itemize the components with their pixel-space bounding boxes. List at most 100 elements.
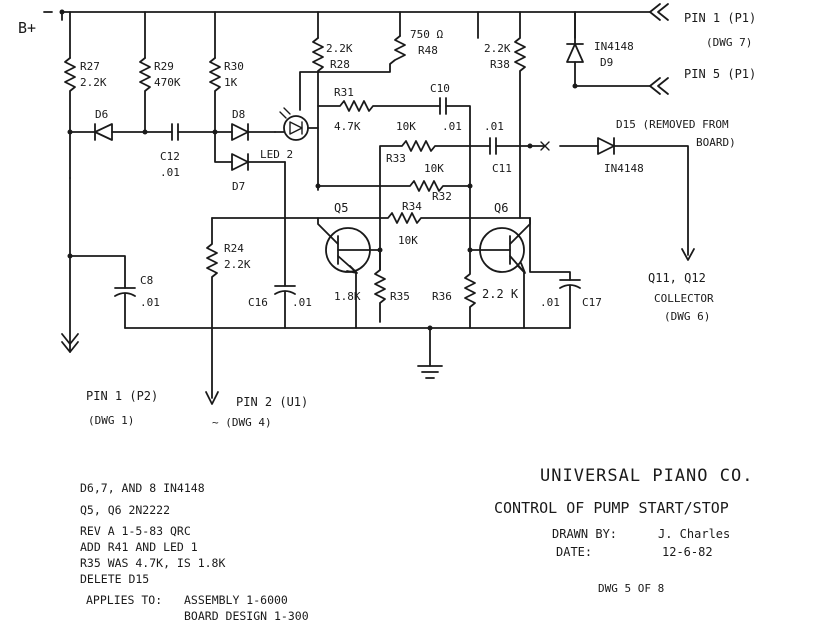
- transistor-q5: [317, 217, 381, 329]
- pin1-p1-ref: (DWG 7): [706, 36, 752, 49]
- r38-ref: R38: [490, 58, 510, 71]
- company-name: UNIVERSAL PIANO CO.: [540, 466, 753, 486]
- r31-value: 4.7K: [334, 120, 361, 133]
- note-line-4: ADD R41 AND LED 1: [80, 540, 198, 554]
- resistor-r30: [209, 57, 221, 133]
- pin1-p2-ref: (DWG 1): [88, 414, 134, 427]
- r30-ref: R30: [224, 60, 244, 73]
- pin1-p1-label: PIN 1 (P1): [684, 11, 756, 25]
- c16-value: .01: [292, 296, 312, 309]
- junction-dot: [467, 183, 473, 189]
- c12-value: .01: [160, 166, 180, 179]
- q5-ref: Q5: [334, 201, 348, 215]
- resistor-r48: [299, 35, 406, 111]
- c12-ref: C12: [160, 150, 180, 163]
- r31-ref: R31: [334, 86, 354, 99]
- d7-ref: D7: [232, 180, 245, 193]
- r29-ref: R29: [154, 60, 174, 73]
- junction-dot: [315, 183, 321, 189]
- resistor-r27: [64, 57, 76, 179]
- junction-dot: [377, 247, 383, 253]
- drawn-by-value: J. Charles: [658, 527, 730, 541]
- r36-ref: R36: [432, 290, 452, 303]
- pin5-p1-label: PIN 5 (P1): [684, 67, 756, 81]
- resistor-r28: [312, 37, 324, 191]
- connector-pin1-p1: [649, 3, 669, 21]
- r30-value: 1K: [224, 76, 238, 89]
- q11-q12-line3: (DWG 6): [664, 310, 710, 323]
- applies-to-label: APPLIES TO:: [86, 593, 162, 607]
- junction-dot: [67, 253, 73, 259]
- junction-dot: [59, 9, 65, 15]
- d6-ref: D6: [95, 108, 108, 121]
- note-line-1: D6,7, AND 8 IN4148: [80, 481, 205, 495]
- d15-note-line2: BOARD): [696, 136, 736, 149]
- capacitor-c17: [529, 217, 581, 329]
- junction-dot: [212, 129, 218, 135]
- r28-value: 2.2K: [326, 42, 353, 55]
- junction-dot: [142, 129, 148, 135]
- c11-ref: C11: [492, 162, 512, 175]
- c8-ref: C8: [140, 274, 153, 287]
- c8-value: .01: [140, 296, 160, 309]
- note-line-6: DELETE D15: [80, 572, 149, 586]
- r28-ref: R28: [330, 58, 350, 71]
- r48-value: 750 Ω: [410, 28, 443, 41]
- diode-d15: [529, 137, 695, 261]
- d9-ref: D9: [600, 56, 613, 69]
- d9-value: IN4148: [594, 40, 634, 53]
- r34-value: 10K: [398, 234, 418, 247]
- note-line-5: R35 WAS 4.7K, IS 1.8K: [80, 556, 225, 570]
- connector-pin1-p2: [61, 177, 79, 353]
- connector-pin5-p1: [649, 77, 669, 95]
- c16-ref: C16: [248, 296, 268, 309]
- led2-ref: LED 2: [260, 148, 293, 161]
- r36-value: 2.2 K: [482, 287, 519, 301]
- c17-value: .01: [540, 296, 560, 309]
- r27-ref: R27: [80, 60, 100, 73]
- resistor-r33: [379, 140, 491, 271]
- r32-ref: R32: [432, 190, 452, 203]
- resistor-r36: [464, 249, 476, 329]
- r38-value: 2.2K: [484, 42, 511, 55]
- applies-board: BOARD DESIGN 1-300: [184, 609, 309, 623]
- date-value: 12-6-82: [662, 545, 713, 559]
- d15-note-line1: D15 (REMOVED FROM: [616, 118, 729, 131]
- resistor-r31: [317, 100, 441, 112]
- pin1-p2-label: PIN 1 (P2): [86, 389, 158, 403]
- r35-value: 1.8K: [334, 290, 361, 303]
- junction-dot: [527, 143, 533, 149]
- diode-d6: [69, 123, 146, 141]
- r33-ref: R33: [386, 152, 406, 165]
- r29-value: 470K: [154, 76, 181, 89]
- r34-ref: R34: [402, 200, 422, 213]
- r33-value: 10K: [396, 120, 416, 133]
- q11-q12-line2: COLLECTOR: [654, 292, 714, 305]
- junction-dot: [467, 247, 473, 253]
- note-line-2: Q5, Q6 2N2222: [80, 503, 170, 517]
- resistor-r34: [211, 212, 531, 224]
- r32-value: 10K: [424, 162, 444, 175]
- resistor-r32: [317, 180, 471, 192]
- c10-ref: C10: [430, 82, 450, 95]
- resistor-r35: [374, 249, 386, 323]
- capacitor-c10: [439, 97, 471, 251]
- note-line-3: REV A 1-5-83 QRC: [80, 524, 191, 538]
- r24-ref: R24: [224, 242, 244, 255]
- d8-ref: D8: [232, 108, 245, 121]
- ground-bus: [124, 327, 571, 379]
- resistor-r29: [139, 57, 151, 133]
- title-block: UNIVERSAL PIANO CO. CONTROL OF PUMP STAR…: [494, 466, 753, 595]
- capacitor-c16: [274, 161, 296, 329]
- resistor-r24: [205, 217, 219, 405]
- applies-assembly: ASSEMBLY 1-6000: [184, 593, 288, 607]
- resistor-r38: [514, 11, 526, 219]
- sheet-number: DWG 5 OF 8: [598, 582, 664, 595]
- junction-dot: [67, 129, 73, 135]
- diode-d9: [566, 11, 651, 87]
- drawing-title: CONTROL OF PUMP START/STOP: [494, 499, 729, 517]
- date-label: DATE:: [556, 545, 592, 559]
- notes-block: D6,7, AND 8 IN4148 Q5, Q6 2N2222 REV A 1…: [80, 481, 309, 623]
- r24-value: 2.2K: [224, 258, 251, 271]
